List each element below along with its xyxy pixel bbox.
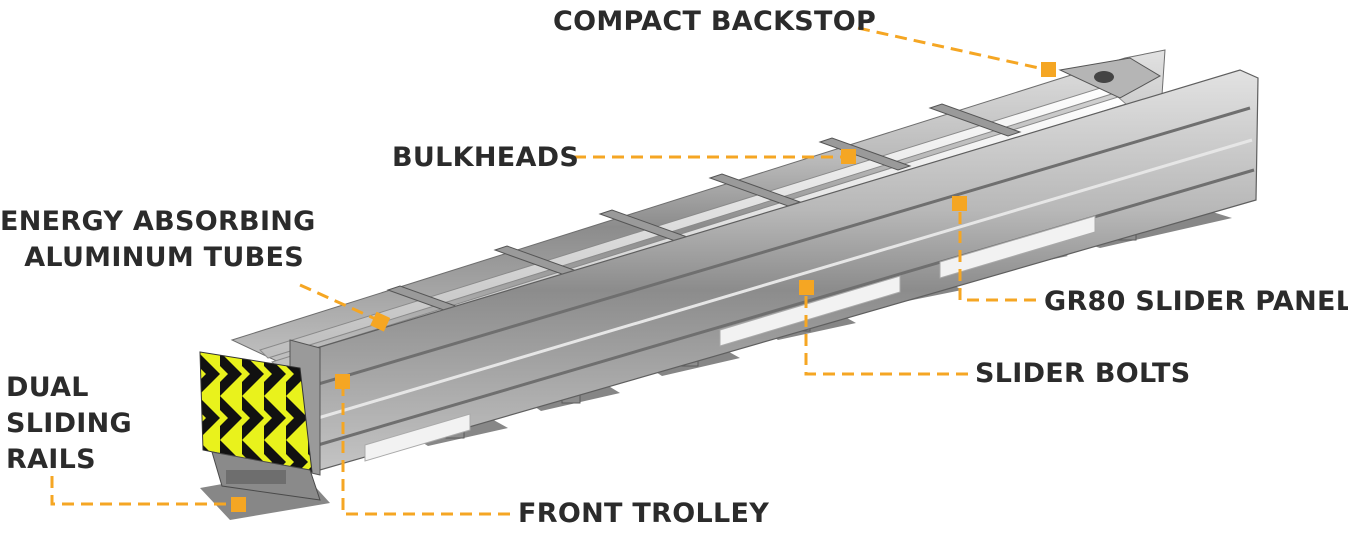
leader-compact-backstop xyxy=(858,28,1048,70)
label-dual-sliding-rails: DUAL SLIDING RAILS xyxy=(6,370,132,478)
label-dual-sliding-line3: RAILS xyxy=(6,442,132,478)
marker-front-trolley xyxy=(335,374,350,389)
label-energy-absorbing: ENERGY ABSORBING ALUMINUM TUBES xyxy=(0,204,304,276)
label-gr80-slider-panels: GR80 SLIDER PANELS xyxy=(1044,284,1348,320)
label-energy-absorbing-line1: ENERGY ABSORBING xyxy=(0,204,304,240)
label-dual-sliding-line1: DUAL xyxy=(6,370,132,406)
marker-dual-sliding xyxy=(231,497,246,512)
label-dual-sliding-line2: SLIDING xyxy=(6,406,132,442)
label-energy-absorbing-line2: ALUMINUM TUBES xyxy=(0,240,304,276)
marker-compact-backstop xyxy=(1041,62,1056,77)
label-bulkheads: BULKHEADS xyxy=(392,140,579,176)
marker-slider-bolts xyxy=(799,280,814,295)
marker-bulkheads xyxy=(841,149,856,164)
label-front-trolley: FRONT TROLLEY xyxy=(518,496,769,532)
label-compact-backstop: COMPACT BACKSTOP xyxy=(553,4,876,40)
label-slider-bolts: SLIDER BOLTS xyxy=(975,356,1190,392)
marker-gr80 xyxy=(952,196,967,211)
